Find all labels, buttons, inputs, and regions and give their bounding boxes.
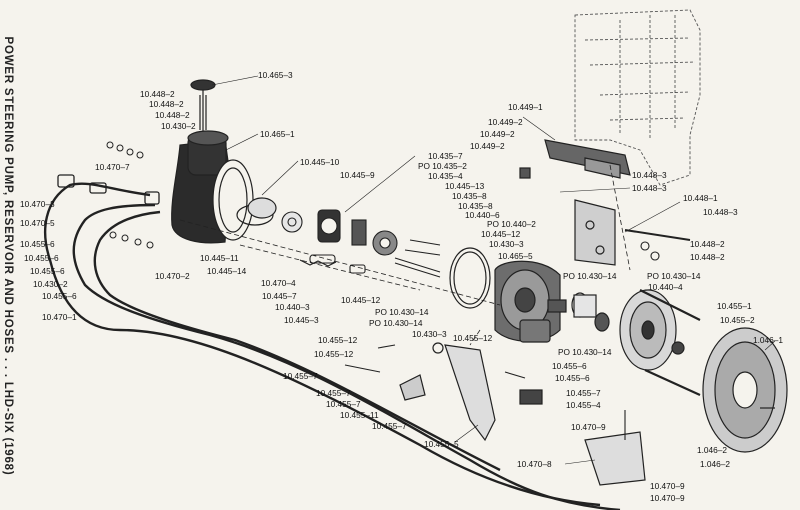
label-10470-3: 10.470–3: [20, 199, 55, 209]
label-10455-7: 10.455–7: [326, 399, 361, 409]
label-10465-3: 10.465–3: [258, 70, 293, 80]
label-10470-1: 10.470–1: [42, 312, 77, 322]
label-10455-5: 10.455–5: [424, 439, 459, 449]
label-10470-9: 10.470–9: [571, 422, 606, 432]
label-10445-14: 10.445–14: [207, 266, 247, 276]
end-plate-10445-10: [247, 197, 277, 219]
label-10448-3: 10.448–3: [703, 207, 738, 217]
label-10449-2: 10.449–2: [470, 141, 505, 151]
label-10465-1: 10.465–1: [260, 129, 295, 139]
label-10430-3: 10.430–3: [412, 329, 447, 339]
label-1046-2: 1.046–2: [697, 445, 727, 455]
label-10435-8: 10.435–8: [458, 201, 493, 211]
o-ring-10440-3: [449, 247, 491, 309]
hose-fittings: [57, 174, 160, 205]
label-10445-10: 10.445–10: [300, 157, 340, 167]
label-10445-12: 10.445–12: [341, 295, 381, 305]
label-po-10430-14: PO 10.430–14: [563, 271, 617, 281]
label-10448-2: 10.448–2: [140, 89, 175, 99]
label-10455-11: 10.455–11: [340, 410, 379, 420]
washers-left: [106, 141, 154, 249]
label-10448-2: 10.448–2: [690, 252, 725, 262]
label-10440-6: 10.440–6: [465, 210, 500, 220]
reservoir-cap: [190, 79, 216, 132]
label-10455-6: 10.455–6: [30, 266, 65, 276]
label-10435-7: 10.435–7: [428, 151, 463, 161]
label-10455-7: 10.455–7: [283, 371, 318, 381]
label-10455-7: 10.455–7: [372, 421, 407, 431]
label-10470-9: 10.470–9: [650, 481, 685, 491]
label-10430-3: 10.430–3: [489, 239, 524, 249]
label-po-10430-14: PO 10.430–14: [647, 271, 701, 281]
label-10445-11: 10.445–11: [200, 253, 239, 263]
label-10445-12: 10.445–12: [481, 229, 521, 239]
label-po-10440-2: PO 10.440–2: [487, 219, 536, 229]
label-10455-12: 10.455–12: [314, 349, 354, 359]
label-10455-6: 10.455–6: [20, 239, 55, 249]
label-po-10430-14: PO 10.430–14: [558, 347, 612, 357]
label-1046-2: 1.046–2: [700, 459, 730, 469]
label-10435-4: 10.435–4: [428, 171, 463, 181]
label-10455-6: 10.455–6: [42, 291, 77, 301]
label-10455-1: 10.455–1: [717, 301, 752, 311]
label-10430-2: 10.430–2: [33, 279, 68, 289]
brace-10448-1: [574, 199, 691, 266]
engine-block: [574, 9, 701, 186]
pump-internal-parts: [281, 209, 441, 278]
reservoir: [171, 130, 254, 244]
label-10445-9: 10.445–9: [340, 170, 375, 180]
drive-belt: [639, 289, 701, 397]
label-10455-6: 10.455–6: [552, 361, 587, 371]
pulley-10455-1: [619, 289, 685, 371]
label-10470-7: 10.470–7: [95, 162, 130, 172]
label-10470-9: 10.470–9: [650, 493, 685, 503]
label-10455-7: 10.455–7: [316, 388, 351, 398]
label-po-10430-14: PO 10.430–14: [369, 318, 423, 328]
label-10455-7: 10.455–7: [566, 388, 601, 398]
label-10448-2: 10.448–2: [690, 239, 725, 249]
pump-body: [494, 260, 610, 343]
label-10465-5: 10.465–5: [498, 251, 533, 261]
label-10455-6: 10.455–6: [555, 373, 590, 383]
hoses: [43, 182, 621, 510]
label-10435-8: 10.435–8: [452, 191, 487, 201]
label-10445-7: 10.445–7: [262, 291, 297, 301]
label-10440-3: 10.440–3: [275, 302, 310, 312]
label-10455-4: 10.455–4: [566, 400, 601, 410]
label-10449-2: 10.449–2: [488, 117, 523, 127]
label-10470-5: 10.470–5: [20, 218, 55, 228]
label-10448-1: 10.448–1: [683, 193, 718, 203]
leader-lines: [211, 75, 776, 465]
label-10445-13: 10.445–13: [445, 181, 485, 191]
label-10470-4: 10.470–4: [261, 278, 296, 288]
label-10448-2: 10.448–2: [155, 110, 190, 120]
label-10449-1: 10.449–1: [508, 102, 543, 112]
label-10440-4: 10.440–4: [648, 282, 683, 292]
label-10455-2: 10.455–2: [720, 315, 755, 325]
label-10445-3: 10.445–3: [284, 315, 319, 325]
label-10470-2: 10.470–2: [155, 271, 190, 281]
label-10455-12: 10.455–12: [318, 335, 358, 345]
label-10448-3: 10.448–3: [632, 170, 667, 180]
label-10470-8: 10.470–8: [517, 459, 552, 469]
label-10455-6: 10.455–6: [24, 253, 59, 263]
assembly-guide-lines: [179, 164, 631, 346]
label-10455-12: 10.455–12: [453, 333, 493, 343]
label-10430-2: 10.430–2: [161, 121, 196, 131]
label-10448-2: 10.448–2: [149, 99, 184, 109]
bolts: [344, 241, 660, 440]
lower-brackets: [399, 342, 646, 486]
bracket-10449-1: [519, 139, 631, 179]
crank-pulley-1046-1: [702, 327, 788, 453]
label-10448-3: 10.448–3: [632, 183, 667, 193]
label-po-10435-2: PO 10.435–2: [418, 161, 467, 171]
label-po-10430-14: PO 10.430–14: [375, 307, 429, 317]
label-1046-1: 1.046–1: [753, 335, 783, 345]
label-10449-2: 10.449–2: [480, 129, 515, 139]
